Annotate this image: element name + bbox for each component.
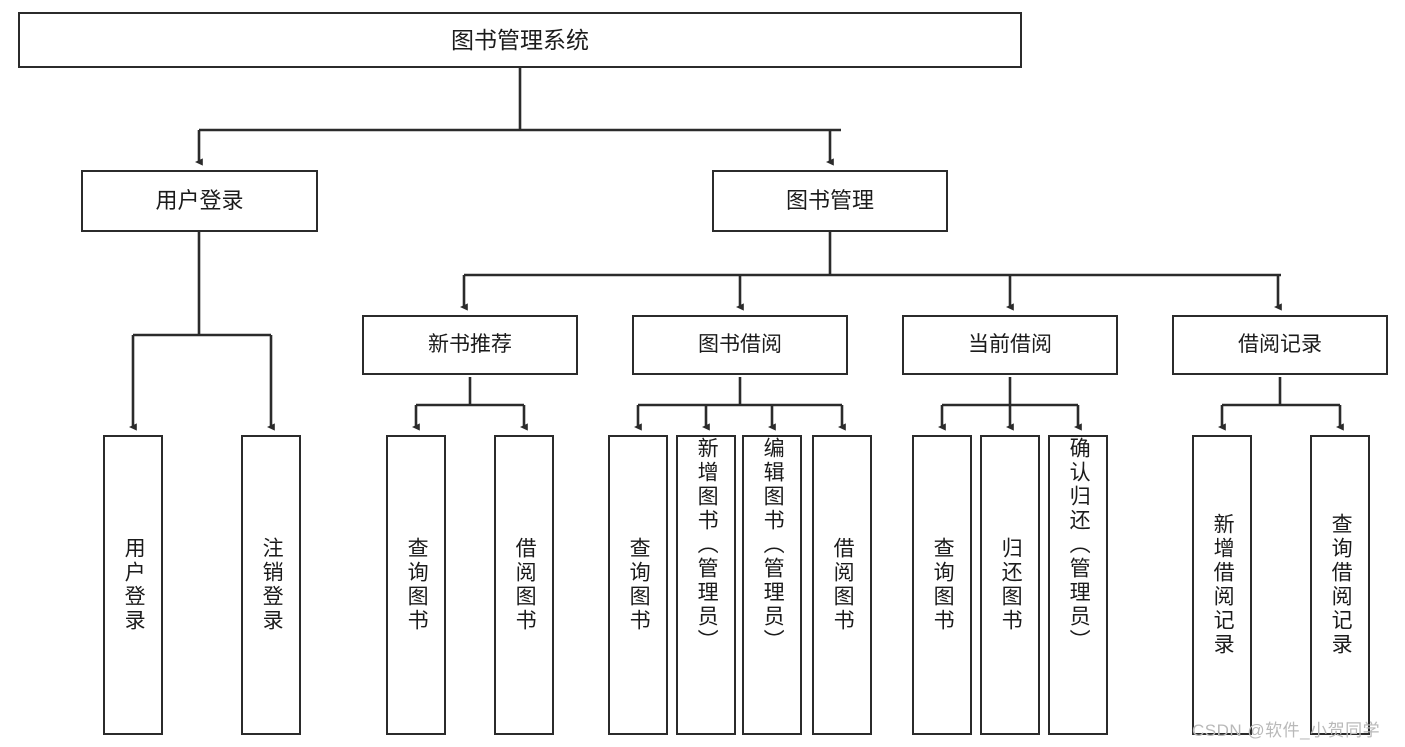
node-leaf-add-book-label: 新增图书（管理员） bbox=[695, 437, 719, 653]
node-leaf-user-login-label: 用户登录 bbox=[122, 537, 146, 633]
node-leaf-add-record-label: 新增借阅记录 bbox=[1211, 513, 1235, 657]
node-leaf-borrow-book-label: 借阅图书 bbox=[831, 537, 855, 633]
node-leaf-edit-book-label: 编辑图书（管理员） bbox=[761, 437, 785, 653]
node-leaf-borrow-query-label: 查询图书 bbox=[627, 537, 651, 633]
node-leaf-new-book-query[interactable]: 查询图书 bbox=[386, 435, 446, 735]
node-leaf-new-book-query-label: 查询图书 bbox=[405, 537, 429, 633]
node-book-borrow[interactable]: 图书借阅 bbox=[632, 315, 848, 375]
node-leaf-add-book[interactable]: 新增图书（管理员） bbox=[676, 435, 736, 735]
node-leaf-borrow-query[interactable]: 查询图书 bbox=[608, 435, 668, 735]
node-leaf-add-record[interactable]: 新增借阅记录 bbox=[1192, 435, 1252, 735]
node-leaf-logout[interactable]: 注销登录 bbox=[241, 435, 301, 735]
node-new-book-label: 新书推荐 bbox=[428, 332, 512, 356]
node-leaf-current-query[interactable]: 查询图书 bbox=[912, 435, 972, 735]
node-leaf-confirm-return-label: 确认归还（管理员） bbox=[1067, 437, 1091, 653]
node-leaf-current-query-label: 查询图书 bbox=[931, 537, 955, 633]
node-new-book[interactable]: 新书推荐 bbox=[362, 315, 578, 375]
node-borrow-record[interactable]: 借阅记录 bbox=[1172, 315, 1388, 375]
node-root[interactable]: 图书管理系统 bbox=[18, 12, 1022, 68]
node-user-login-label: 用户登录 bbox=[155, 188, 244, 214]
node-root-label: 图书管理系统 bbox=[451, 26, 589, 53]
node-book-borrow-label: 图书借阅 bbox=[698, 332, 782, 356]
node-leaf-user-login[interactable]: 用户登录 bbox=[103, 435, 163, 735]
node-leaf-logout-label: 注销登录 bbox=[260, 537, 284, 633]
node-leaf-edit-book[interactable]: 编辑图书（管理员） bbox=[742, 435, 802, 735]
node-user-login[interactable]: 用户登录 bbox=[81, 170, 318, 232]
node-book-manage[interactable]: 图书管理 bbox=[712, 170, 948, 232]
node-leaf-borrow-book[interactable]: 借阅图书 bbox=[812, 435, 872, 735]
node-leaf-return-book[interactable]: 归还图书 bbox=[980, 435, 1040, 735]
node-leaf-new-book-borrow-label: 借阅图书 bbox=[513, 537, 537, 633]
node-leaf-confirm-return[interactable]: 确认归还（管理员） bbox=[1048, 435, 1108, 735]
node-leaf-return-book-label: 归还图书 bbox=[999, 537, 1023, 633]
node-book-manage-label: 图书管理 bbox=[785, 188, 874, 214]
node-leaf-new-book-borrow[interactable]: 借阅图书 bbox=[494, 435, 554, 735]
node-current-borrow-label: 当前借阅 bbox=[968, 332, 1052, 356]
node-current-borrow[interactable]: 当前借阅 bbox=[902, 315, 1118, 375]
node-borrow-record-label: 借阅记录 bbox=[1238, 332, 1322, 356]
node-leaf-query-record[interactable]: 查询借阅记录 bbox=[1310, 435, 1370, 735]
node-leaf-query-record-label: 查询借阅记录 bbox=[1329, 513, 1353, 657]
